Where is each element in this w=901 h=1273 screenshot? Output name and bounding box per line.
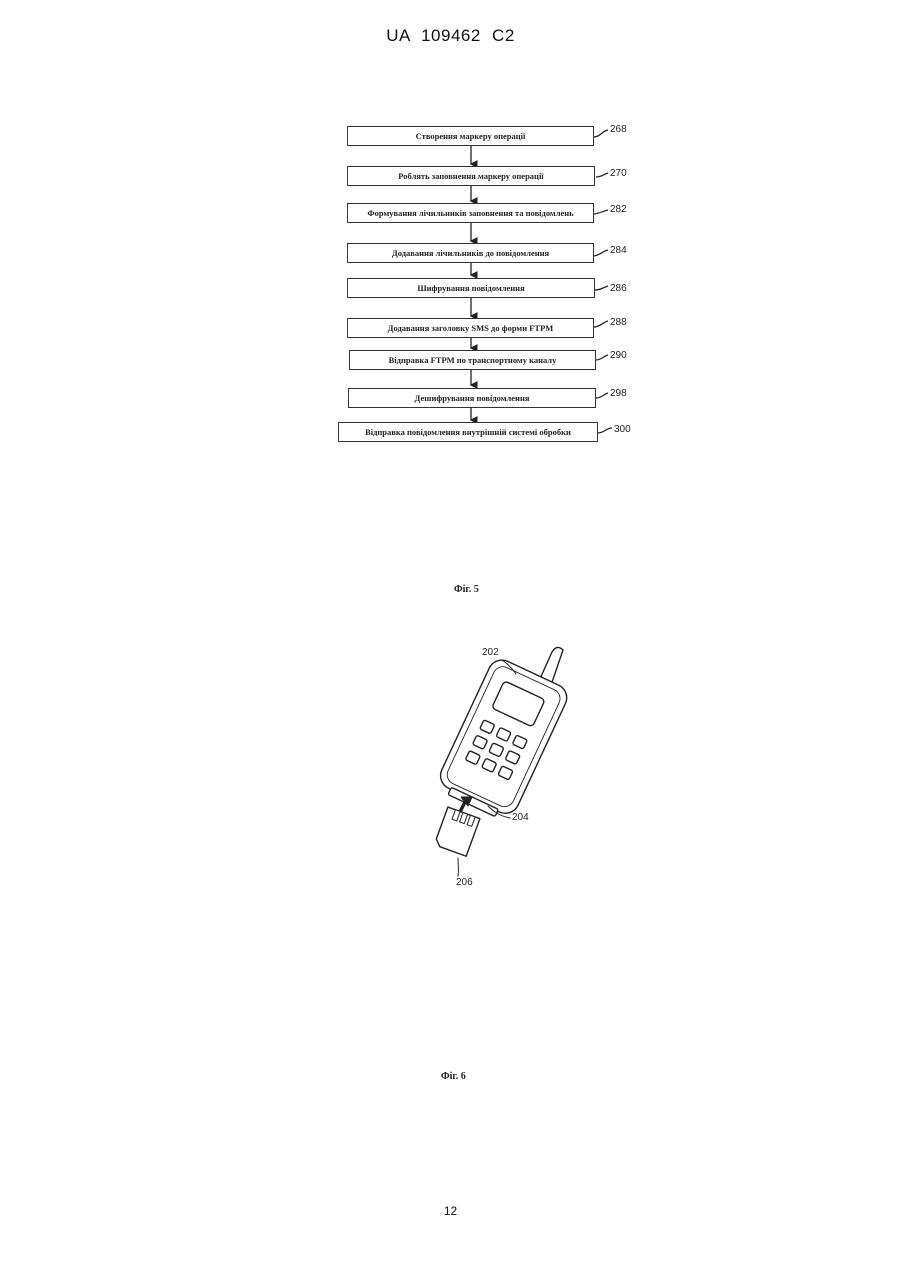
page-number: 12: [0, 1204, 901, 1218]
sim-card: [434, 807, 480, 856]
phone-body: [433, 655, 571, 823]
figure-6-caption: Фіг. 6: [441, 1071, 466, 1082]
ref-number-202: 202: [482, 647, 499, 658]
ref-number-204: 204: [512, 812, 529, 823]
ref-number-206: 206: [456, 877, 473, 888]
